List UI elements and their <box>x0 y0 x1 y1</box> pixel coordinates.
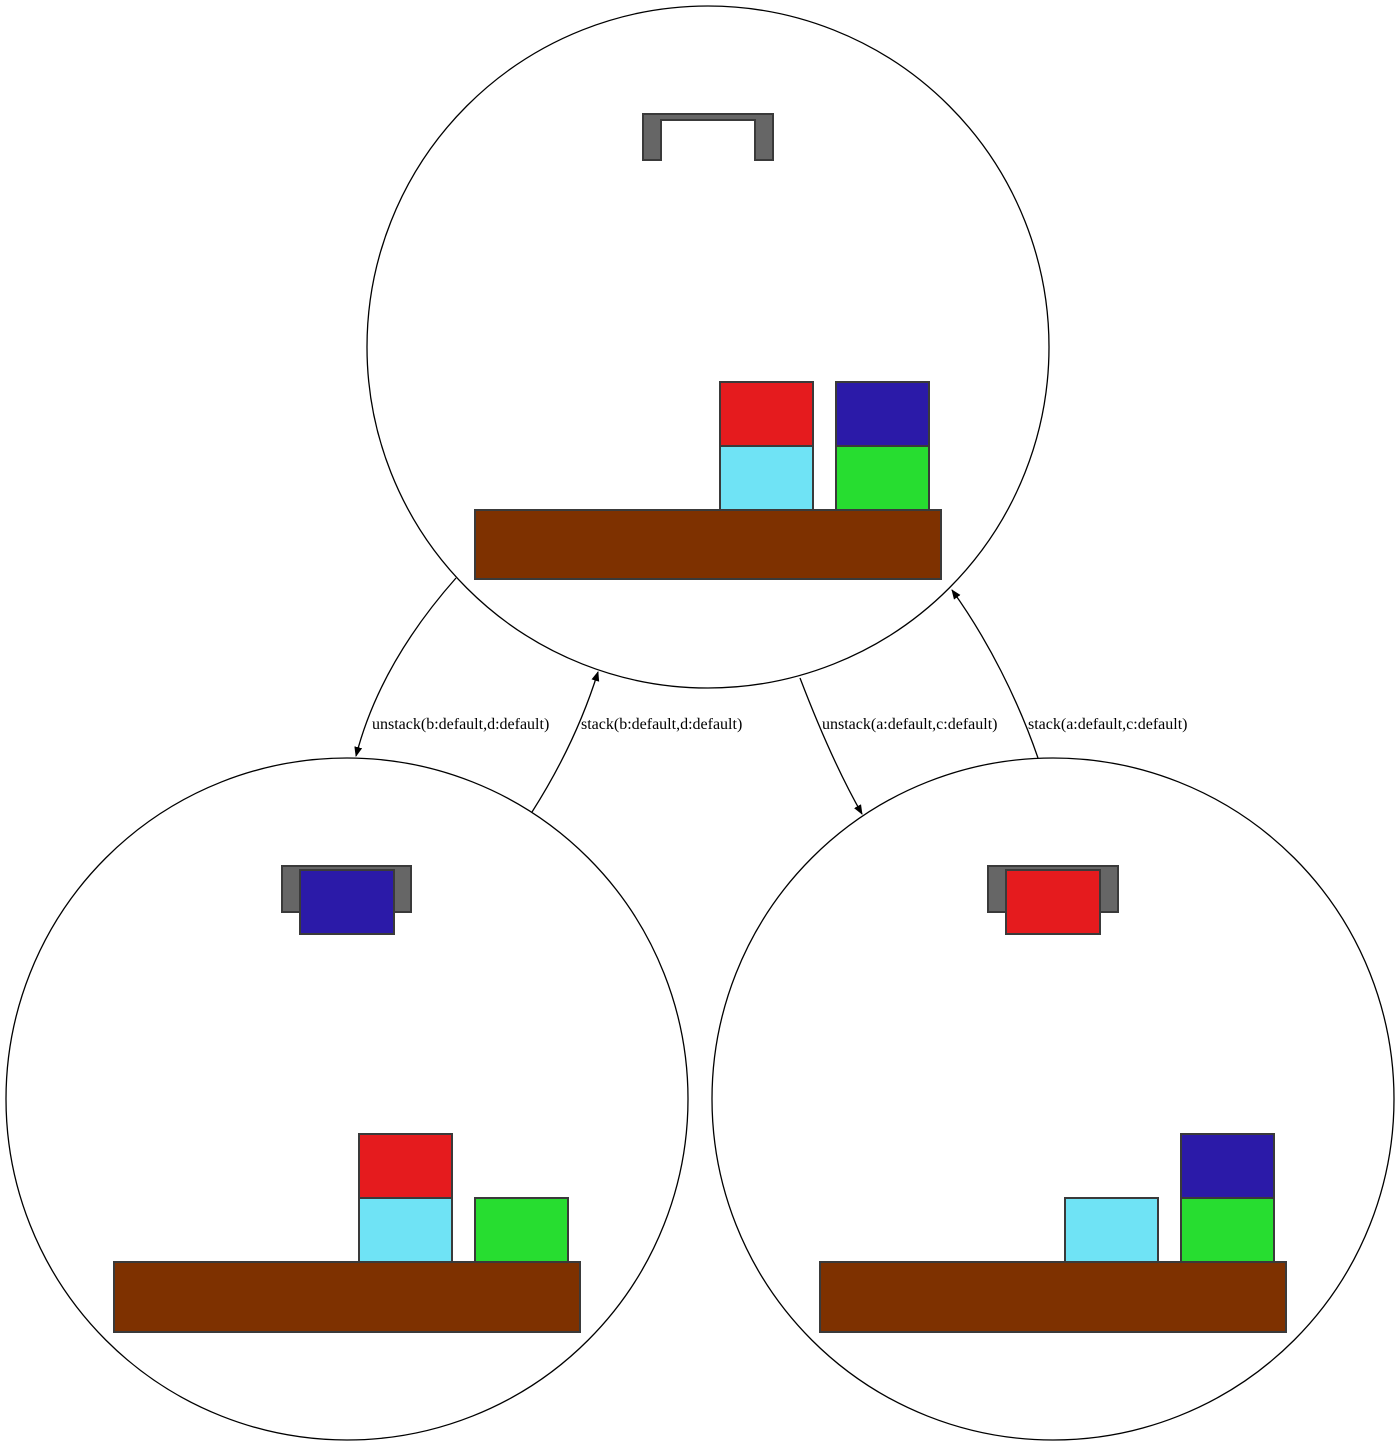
block-b <box>835 381 930 447</box>
state-circle <box>711 757 1395 1441</box>
table <box>819 1261 1287 1333</box>
block-a <box>358 1133 453 1199</box>
state-circle <box>5 757 689 1441</box>
state-circle <box>366 5 1050 689</box>
table <box>474 509 942 580</box>
held-block-b <box>299 869 395 935</box>
block-b <box>1180 1133 1275 1199</box>
block-c <box>1064 1197 1159 1263</box>
block-d <box>1180 1197 1275 1263</box>
block-c <box>358 1197 453 1263</box>
held-block-a <box>1005 869 1101 935</box>
edge-stack-a-c[interactable] <box>951 589 1039 759</box>
edge-unstack-a-c[interactable] <box>799 677 863 815</box>
block-d <box>474 1197 569 1263</box>
state-node-top[interactable] <box>366 5 1050 689</box>
block-d <box>835 445 930 511</box>
edge-label-stack-b-d: stack(b:default,d:default) <box>581 716 742 733</box>
edge-label-stack-a-c: stack(a:default,c:default) <box>1028 716 1187 733</box>
block-a <box>719 381 814 447</box>
state-node-right[interactable] <box>711 757 1395 1441</box>
edge-label-unstack-b-d: unstack(b:default,d:default) <box>372 716 549 733</box>
table <box>113 1261 581 1333</box>
edge-label-unstack-a-c: unstack(a:default,c:default) <box>822 716 997 733</box>
block-c <box>719 445 814 511</box>
edge-unstack-b-d[interactable] <box>354 577 457 757</box>
state-node-left[interactable] <box>5 757 689 1441</box>
edge-stack-b-d[interactable] <box>531 671 600 813</box>
gripper-icon <box>642 113 774 161</box>
